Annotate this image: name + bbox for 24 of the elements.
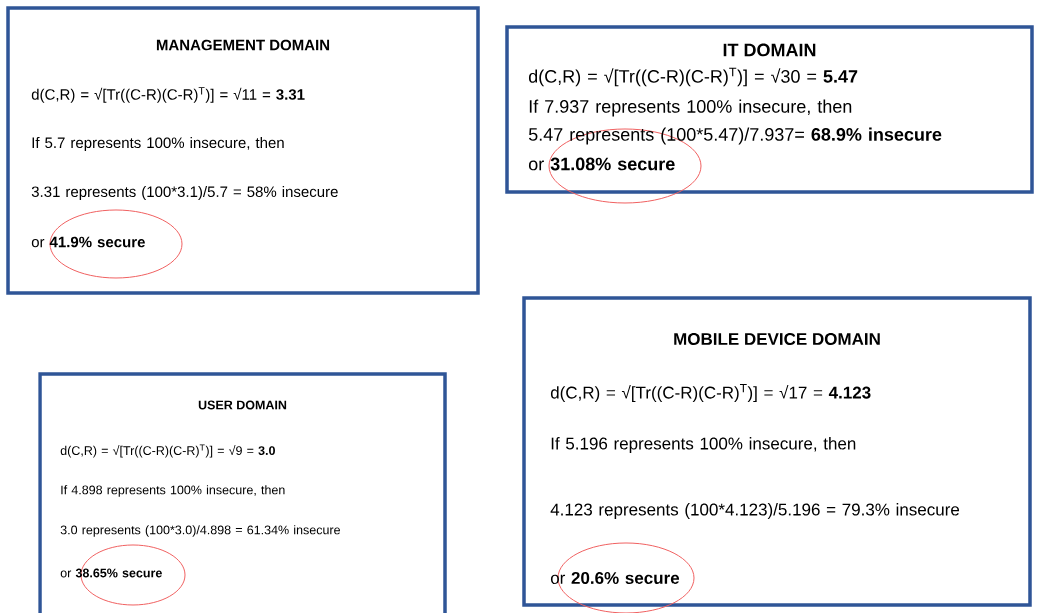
body-text: or 41.9% secure bbox=[31, 236, 145, 248]
domain-box bbox=[6, 6, 480, 295]
body-text: or 20.6% secure bbox=[550, 571, 680, 584]
body-text: d(C,R) = √[Tr((C-R)(C-R)$^{T}$)] = √9 = 3.0 bbox=[60, 444, 275, 458]
domain-box bbox=[38, 372, 447, 613]
heading: MOBILE DEVICE DOMAIN bbox=[674, 333, 880, 345]
body-text: If 7.937 represents 100% insecure, then bbox=[529, 99, 852, 117]
body-text: or 31.08% secure bbox=[528, 157, 675, 171]
heading: IT DOMAIN bbox=[723, 43, 816, 57]
body-text: If 5.7 represents 100% insecure, then bbox=[32, 137, 284, 151]
domain-box bbox=[522, 296, 1032, 607]
domain-box bbox=[505, 25, 1034, 194]
heading: USER DOMAIN bbox=[198, 400, 287, 410]
body-text: or 38.65% secure bbox=[60, 568, 162, 578]
body-text: d(C,R) = √[Tr((C-R)(C-R)$^{T}$)] = √17 = 4.123 bbox=[550, 384, 871, 402]
body-text: 5.47 represents (100*5.47)/7.937= 68.9% insecure bbox=[528, 127, 942, 145]
body-text: d(C,R) = √[Tr((C-R)(C-R)$^{T}$)] = √11 = 3.31 bbox=[31, 87, 305, 103]
body-text: If 5.196 represents 100% insecure, then bbox=[551, 437, 856, 453]
heading: MANAGEMENT DOMAIN bbox=[156, 39, 330, 51]
body-text: 3.31 represents (100*3.1)/5.7 = 58% insecure bbox=[31, 186, 338, 200]
body-text: d(C,R) = √[Tr((C-R)(C-R)$^{T}$)] = √30 = 5.47 bbox=[528, 67, 858, 87]
body-text: 3.0 represents (100*3.0)/4.898 = 61.34% insecure bbox=[60, 525, 340, 537]
body-text: If 4.898 represents 100% insecure, then bbox=[61, 485, 285, 497]
body-text: 4.123 represents (100*4.123)/5.196 = 79.3% insecure bbox=[550, 503, 960, 519]
